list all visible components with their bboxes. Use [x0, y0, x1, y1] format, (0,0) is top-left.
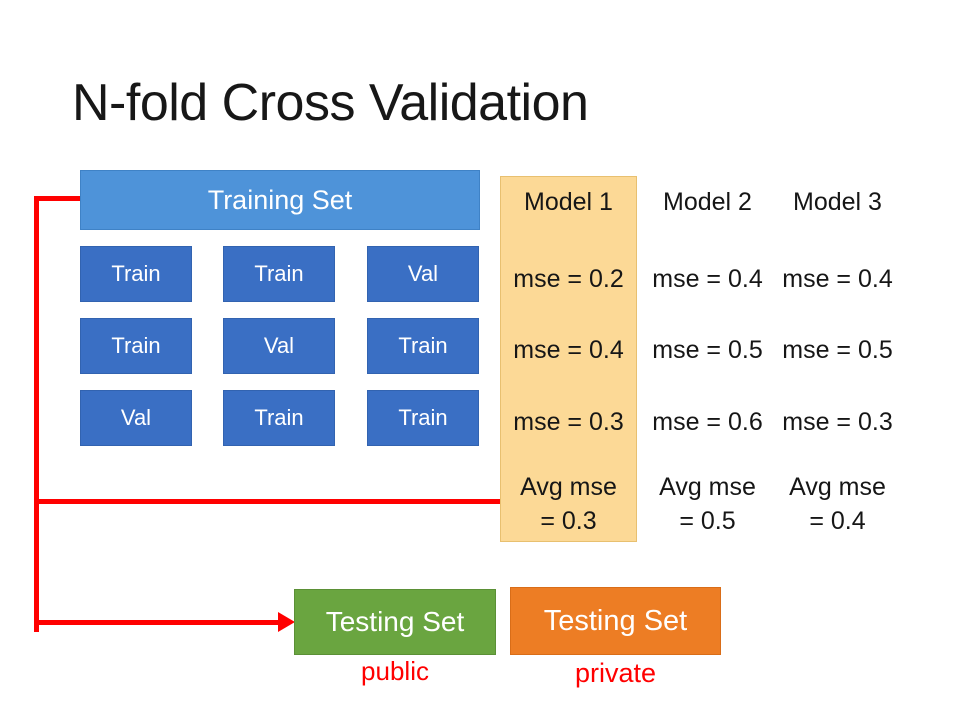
arrow-right-icon — [278, 612, 295, 632]
model-1-avg-value: = 0.3 — [540, 507, 597, 535]
testing-set-private-caption: private — [574, 658, 657, 688]
model-2-avg-value: = 0.5 — [679, 507, 736, 535]
model-3-mse-fold-1: mse = 0.4 — [782, 265, 893, 293]
fold-box-r3c1[interactable]: Val — [80, 390, 192, 446]
model-column-1: Model 1 mse = 0.2 mse = 0.4 mse = 0.3 Av… — [500, 176, 637, 542]
model-1-mse-fold-2: mse = 0.4 — [513, 336, 624, 364]
testing-set-public-caption: public — [361, 656, 429, 686]
model-3-mse-fold-3: mse = 0.3 — [782, 408, 893, 436]
testing-set-private-box[interactable]: Testing Set — [510, 587, 721, 655]
model-3-mse-fold-2: mse = 0.5 — [782, 336, 893, 364]
model-2-mse-fold-2: mse = 0.5 — [652, 336, 763, 364]
fold-box-r1c1[interactable]: Train — [80, 246, 192, 302]
model-1-mse-fold-3: mse = 0.3 — [513, 408, 624, 436]
model-2-mse-fold-3: mse = 0.6 — [652, 408, 763, 436]
connector-testing-branch — [34, 620, 284, 625]
fold-box-r3c3[interactable]: Train — [367, 390, 479, 446]
model-1-mse-fold-1: mse = 0.2 — [513, 265, 624, 293]
page-title: N-fold Cross Validation — [72, 74, 589, 132]
model-column-3: Model 3 mse = 0.4 mse = 0.5 mse = 0.3 Av… — [769, 176, 906, 542]
fold-box-r1c2[interactable]: Train — [223, 246, 335, 302]
model-1-avg-label: Avg mse — [520, 473, 617, 501]
fold-box-r2c3[interactable]: Train — [367, 318, 479, 374]
connector-vertical-rail — [34, 196, 39, 632]
connector-model-branch — [34, 499, 500, 504]
model-3-header: Model 3 — [793, 188, 882, 216]
fold-box-r2c1[interactable]: Train — [80, 318, 192, 374]
model-2-avg-label: Avg mse — [659, 473, 756, 501]
model-1-highlight-panel — [500, 176, 637, 542]
model-2-mse-fold-1: mse = 0.4 — [652, 265, 763, 293]
model-3-avg-label: Avg mse — [789, 473, 886, 501]
connector-training-branch — [34, 196, 82, 201]
training-set-bar[interactable]: Training Set — [80, 170, 480, 230]
fold-box-r2c2[interactable]: Val — [223, 318, 335, 374]
testing-set-public-box[interactable]: Testing Set — [294, 589, 496, 655]
model-column-2: Model 2 mse = 0.4 mse = 0.5 mse = 0.6 Av… — [639, 176, 776, 542]
model-2-header: Model 2 — [663, 188, 752, 216]
model-3-avg-value: = 0.4 — [809, 507, 866, 535]
fold-box-r1c3[interactable]: Val — [367, 246, 479, 302]
fold-box-r3c2[interactable]: Train — [223, 390, 335, 446]
model-1-header: Model 1 — [524, 188, 613, 216]
